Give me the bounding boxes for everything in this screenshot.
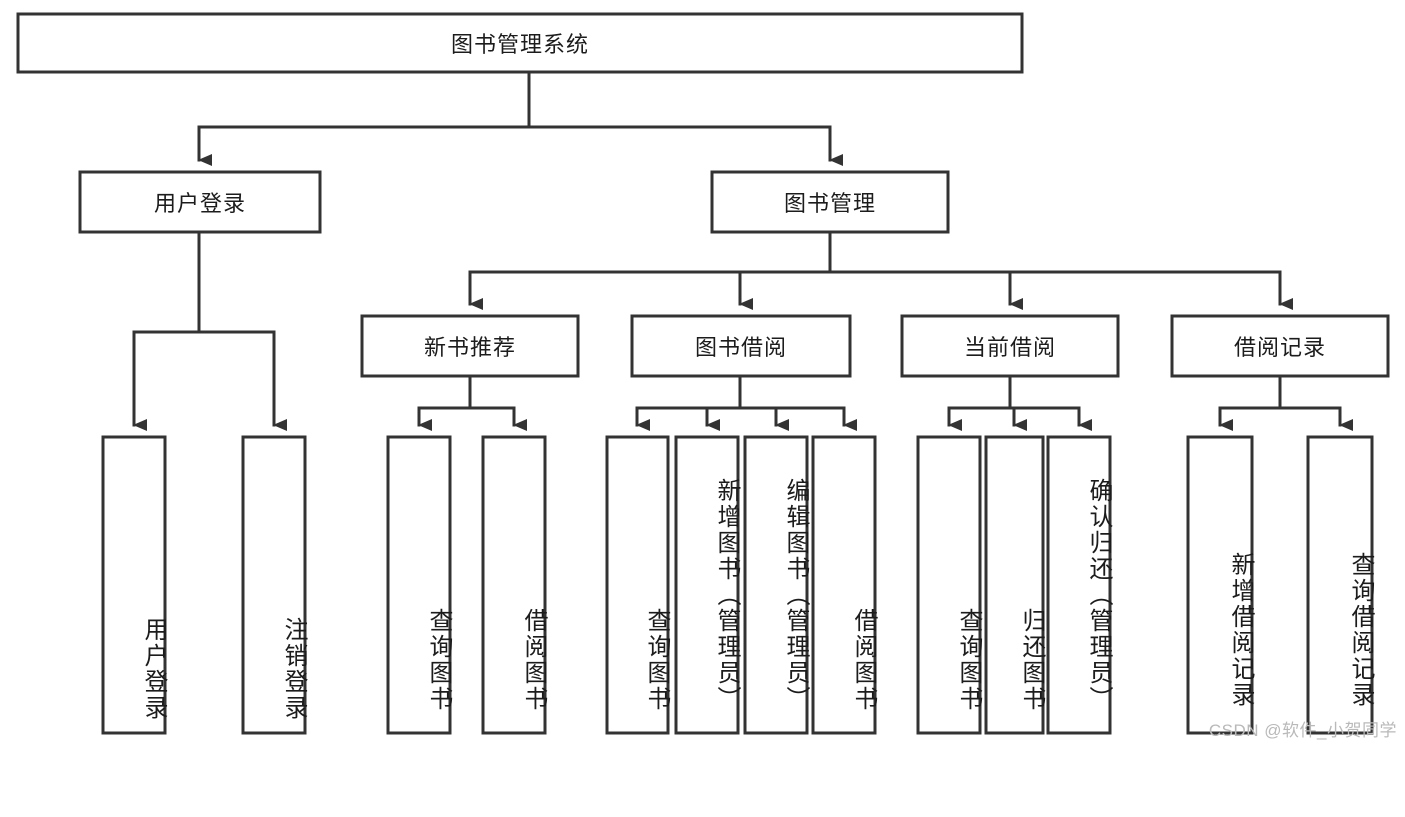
edge-新书推荐-bus [417, 374, 516, 410]
edge-图书借阅-bus [635, 374, 846, 410]
edge-图书管理-bus [468, 230, 1282, 274]
edge-借阅记录-bus [1218, 374, 1342, 410]
leaf-查询图书-当前借阅[interactable] [916, 435, 982, 735]
node-新书推荐[interactable] [360, 314, 580, 378]
leaf-用户登录[interactable] [101, 435, 167, 735]
node-借阅记录[interactable] [1170, 314, 1390, 378]
node-root-图书管理系统[interactable] [16, 12, 1024, 74]
leaf-编辑图书-管理员[interactable] [743, 435, 809, 735]
edge-root-bus [197, 70, 832, 129]
edge-用户登录-bus [132, 230, 276, 334]
leaf-新增图书-管理员[interactable] [674, 435, 740, 735]
node-图书借阅[interactable] [630, 314, 852, 378]
leaf-查询图书-图书借阅[interactable] [605, 435, 670, 735]
leaf-新增借阅记录[interactable] [1186, 435, 1254, 735]
leaf-注销登录[interactable] [241, 435, 307, 735]
leaf-借阅图书-新书推荐[interactable] [481, 435, 547, 735]
leaf-归还图书[interactable] [984, 435, 1045, 735]
leaf-查询借阅记录[interactable] [1306, 435, 1374, 735]
leaf-查询图书-新书推荐[interactable] [386, 435, 452, 735]
edge-当前借阅-bus [947, 374, 1081, 410]
diagram-canvas: 图书管理系统 用户登录 图书管理 新书推荐 图书借阅 当前借阅 借阅记录 用户登… [16, 12, 1396, 740]
node-当前借阅[interactable] [900, 314, 1120, 378]
leaf-确认归还-管理员[interactable] [1046, 435, 1112, 735]
node-图书管理[interactable] [710, 170, 950, 234]
node-用户登录[interactable] [78, 170, 322, 234]
diagram-svg [16, 12, 1390, 735]
leaf-借阅图书-图书借阅[interactable] [811, 435, 877, 735]
